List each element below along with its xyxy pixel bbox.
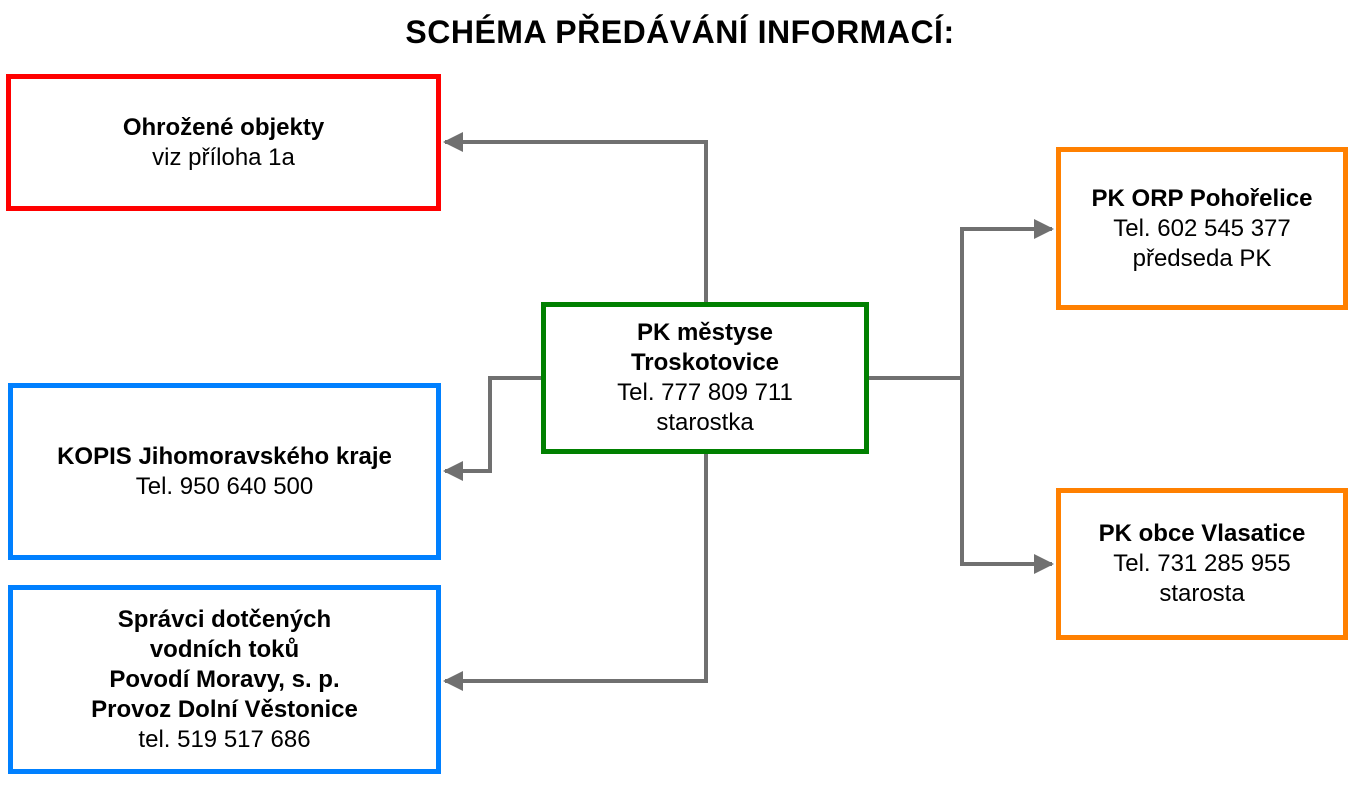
kopis-name: KOPIS Jihomoravského kraje (57, 442, 392, 470)
watercourse-line2: vodních toků (149, 635, 300, 663)
node-endangered-objects: Ohrožené objekty viz příloha 1a (6, 74, 441, 211)
diagram-title: SCHÉMA PŘEDÁVÁNÍ INFORMACÍ: (405, 14, 955, 50)
watercourse-line1: Správci dotčených (117, 605, 332, 633)
center-role: starostka (656, 409, 754, 436)
arrow-to-vlasatice (960, 378, 1054, 574)
center-line1: PK městyse (636, 319, 774, 346)
kopis-phone: Tel. 950 640 500 (135, 472, 314, 500)
orp-phone: Tel. 602 545 377 (1113, 214, 1291, 242)
vlasatice-phone: Tel. 731 285 955 (1113, 550, 1291, 577)
vlasatice-role: starosta (1159, 580, 1245, 607)
vlasatice-name: PK obce Vlasatice (1098, 520, 1306, 547)
watercourse-phone: tel. 519 517 686 (138, 725, 311, 753)
node-orp-pohorelice: PK ORP Pohořelice Tel. 602 545 377 předs… (1056, 147, 1348, 310)
arrow-to-kopis (443, 376, 542, 481)
arrow-to-watercourse-admins (443, 453, 708, 691)
node-center-troskotovice: PK městyse Troskotovice Tel. 777 809 711… (541, 302, 869, 454)
watercourse-line3: Povodí Moravy, s. p. (109, 665, 340, 693)
arrow-to-orp-pohorelice (960, 219, 1054, 378)
orp-name: PK ORP Pohořelice (1091, 184, 1313, 212)
orp-role: předseda PK (1132, 244, 1272, 272)
node-kopis: KOPIS Jihomoravského kraje Tel. 950 640 … (8, 383, 441, 560)
endangered-objects-note: viz příloha 1a (152, 143, 295, 171)
node-vlasatice: PK obce Vlasatice Tel. 731 285 955 staro… (1056, 488, 1348, 640)
arrow-to-endangered-objects (443, 132, 708, 303)
node-watercourse-admins: Správci dotčených vodních toků Povodí Mo… (8, 585, 441, 774)
center-phone: Tel. 777 809 711 (617, 379, 793, 406)
watercourse-line4: Provoz Dolní Věstonice (91, 695, 358, 723)
endangered-objects-name: Ohrožené objekty (122, 113, 325, 141)
center-line2: Troskotovice (630, 349, 780, 376)
